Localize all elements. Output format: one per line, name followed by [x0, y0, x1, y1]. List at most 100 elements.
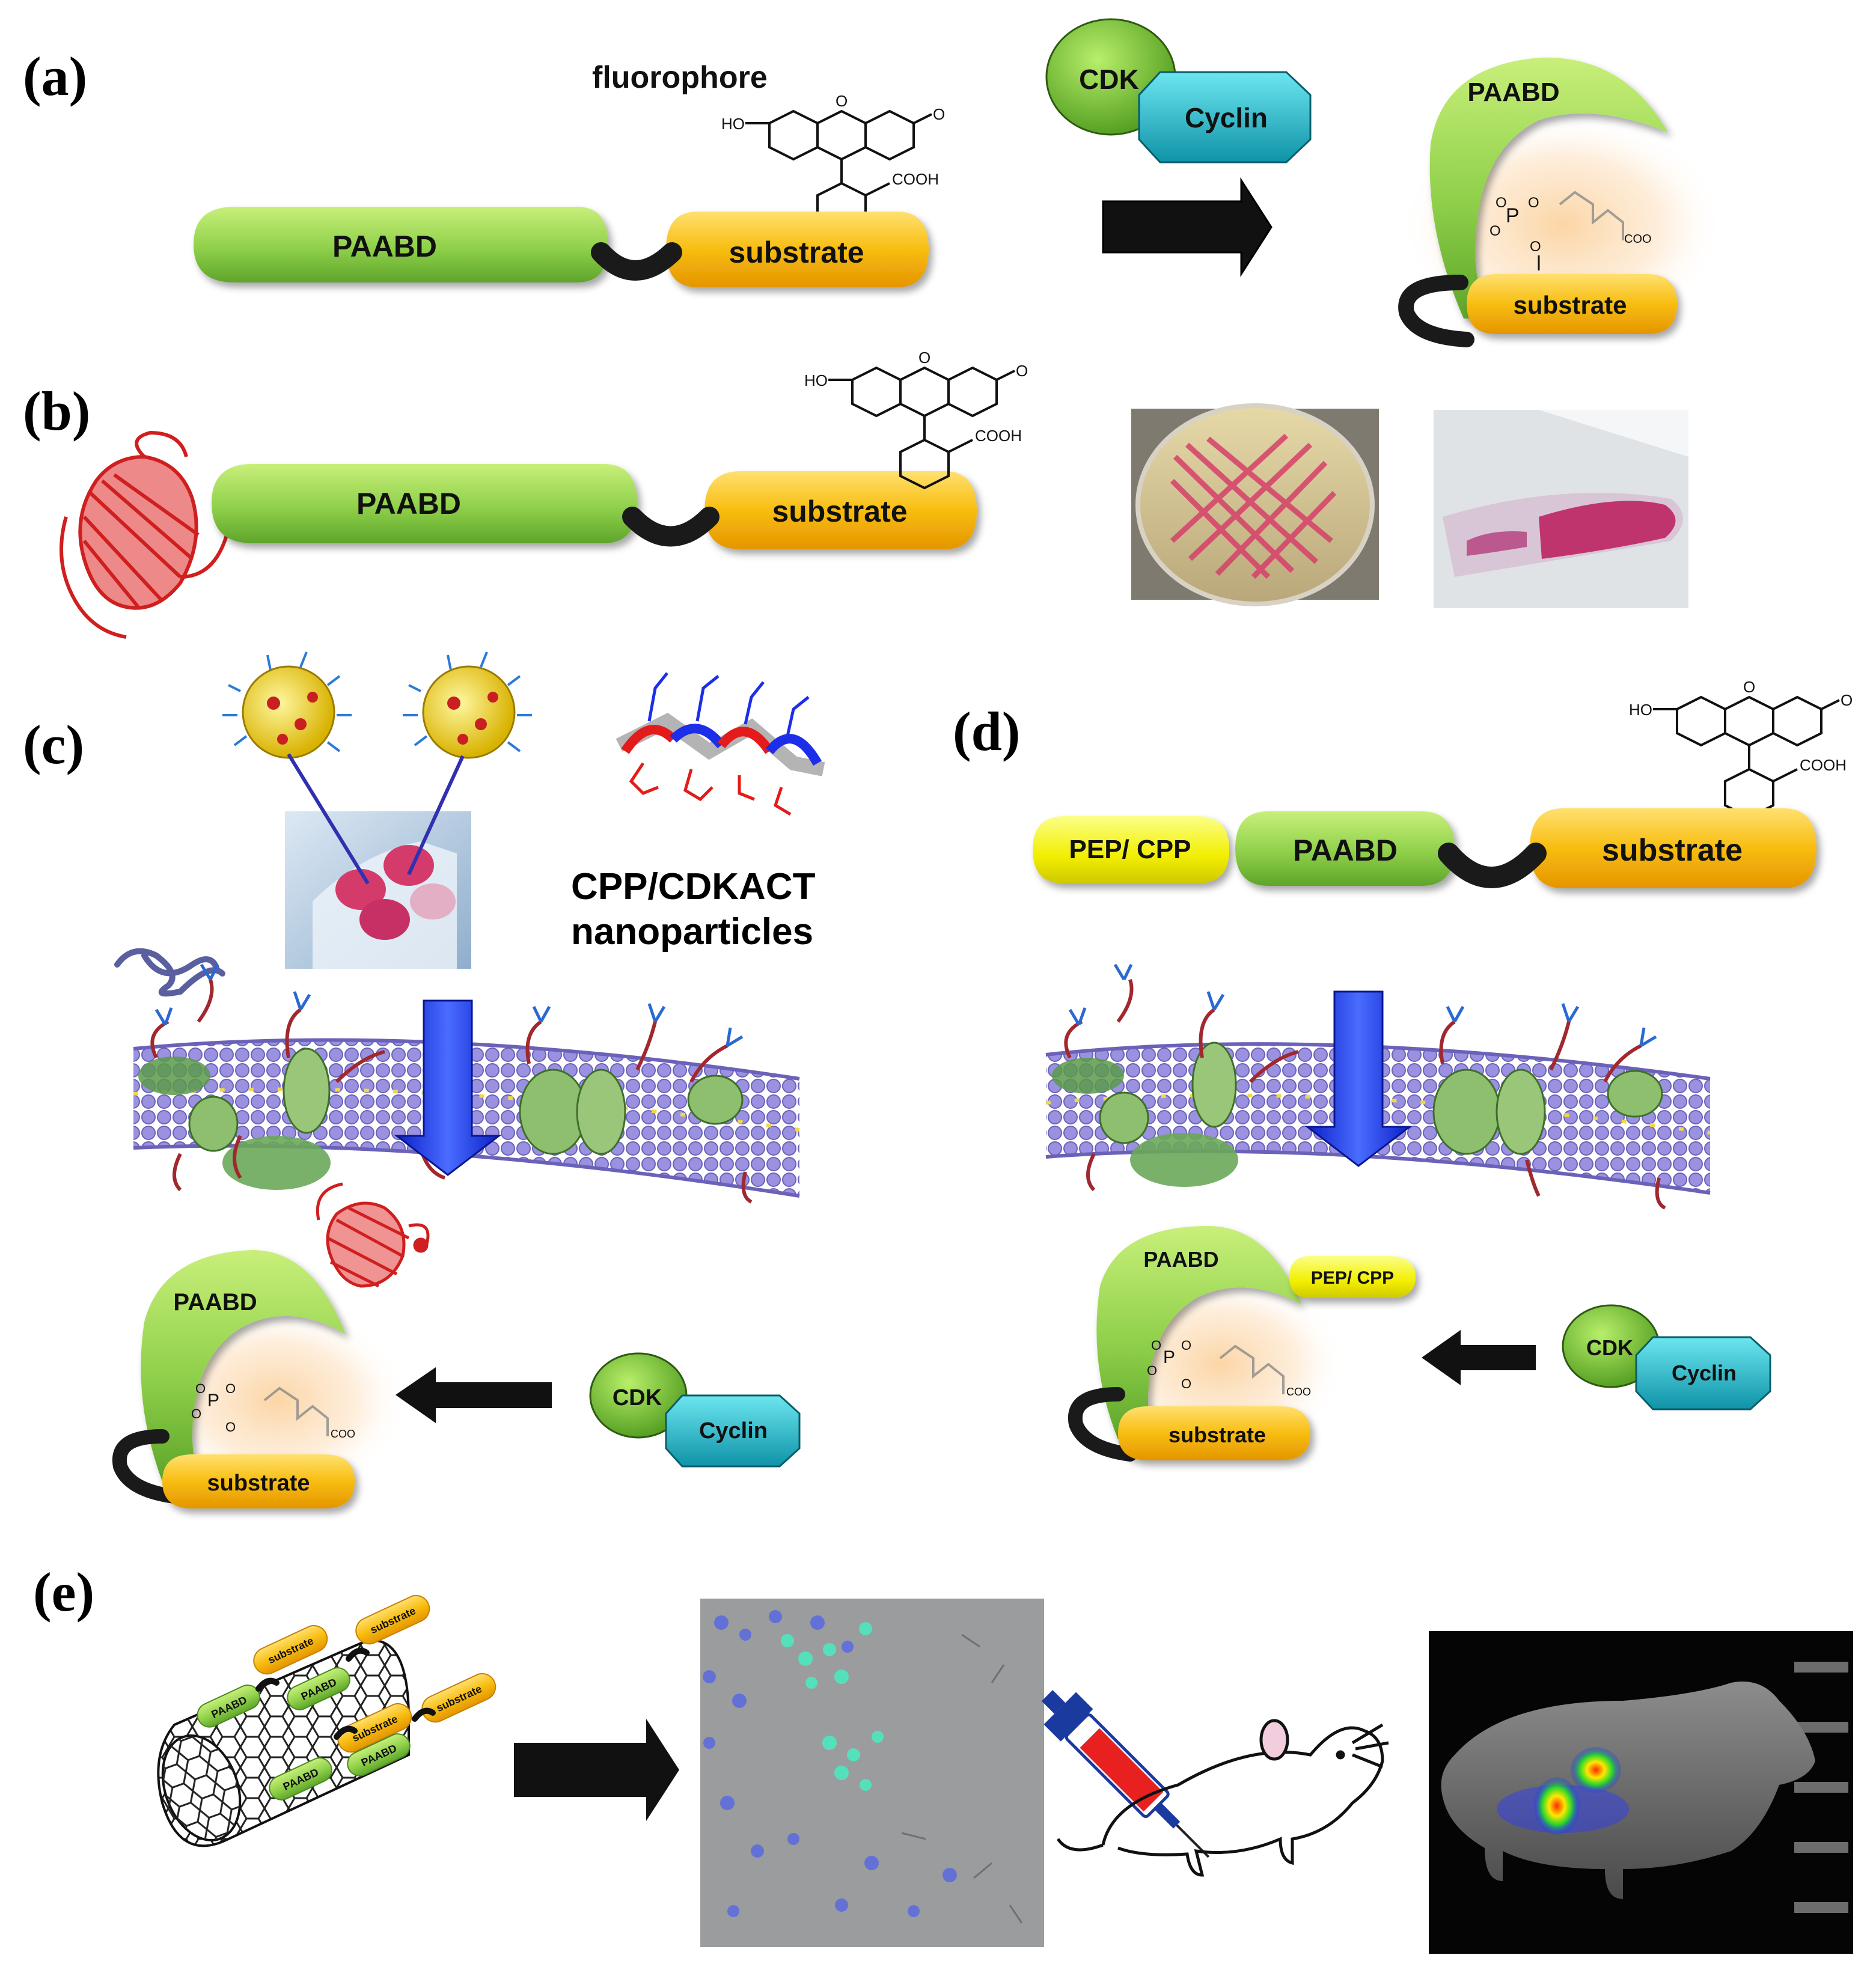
panel-e: (e) PAABD substrate PAABD substrate — [33, 1561, 1853, 1954]
panel-b: (b) PAABD substrate — [23, 349, 1688, 639]
svg-text:O: O — [225, 1381, 236, 1396]
svg-text:O: O — [191, 1406, 201, 1421]
in-vivo-imaging — [1429, 1631, 1853, 1954]
cdk-label: CDK — [613, 1385, 662, 1410]
svg-text:O: O — [1181, 1376, 1191, 1391]
svg-text:O: O — [933, 105, 945, 123]
reaction-arrow — [1102, 177, 1273, 278]
paabd-label: PAABD — [332, 230, 437, 263]
svg-text:COOH: COOH — [892, 170, 939, 188]
folded-biosensor: PAABD substrate P O O O O COO — [112, 1250, 409, 1508]
svg-text:HO: HO — [804, 371, 828, 389]
cyclin-label: Cyclin — [1672, 1361, 1737, 1385]
activation-arrow — [1422, 1330, 1536, 1385]
svg-text:O: O — [1147, 1363, 1157, 1378]
pep-cpp-label: PEP/ CPP — [1069, 835, 1191, 864]
svg-text:P: P — [1163, 1347, 1175, 1367]
svg-text:HO: HO — [1629, 701, 1652, 719]
panel-d-label: (d) — [953, 701, 1020, 762]
delivery-arrow — [287, 753, 370, 885]
svg-text:O: O — [1016, 362, 1028, 380]
cpp-caption-line1: CPP/CDKACT — [571, 866, 816, 907]
entry-arrow — [394, 999, 502, 1176]
cell-microscopy-image — [700, 1599, 1044, 1947]
svg-text:O: O — [1530, 239, 1541, 255]
oligo-icon — [114, 948, 225, 997]
phosphate-group-icon: P O O O O — [1489, 195, 1541, 270]
cdk-cyclin-complex: CDK Cyclin — [1562, 1304, 1771, 1410]
linker — [1438, 843, 1547, 888]
svg-text:COO: COO — [1624, 233, 1652, 246]
svg-text:O: O — [1841, 691, 1853, 709]
svg-text:COOH: COOH — [975, 427, 1022, 445]
fluorescein-structure-icon: HO O O COOH — [1629, 678, 1853, 819]
cpp-caption-line2: nanoparticles — [571, 911, 813, 953]
phosphate-group-icon: P O O O O — [1147, 1338, 1191, 1391]
paabd-label: PAABD — [1293, 834, 1398, 867]
petri-dish-photo — [1131, 403, 1379, 606]
svg-text:P: P — [207, 1391, 219, 1410]
well-plate-photo — [285, 811, 471, 969]
folded-substrate-label: substrate — [1169, 1423, 1266, 1447]
svg-text:O: O — [1528, 195, 1539, 211]
cpp-helix-icon — [616, 672, 825, 816]
entry-arrow — [1304, 990, 1413, 1167]
folded-paabd-label: PAABD — [1143, 1247, 1218, 1272]
panel-d: (d) HO O O COOH PEP/ CPP PAABD — [953, 678, 1853, 1462]
svg-text:O: O — [195, 1381, 206, 1396]
panel-c-label: (c) — [23, 714, 84, 775]
folded-paabd-label: PAABD — [1467, 78, 1559, 107]
paabd-domain — [212, 464, 637, 543]
svg-text:P: P — [1506, 204, 1520, 227]
svg-text:O: O — [1181, 1338, 1191, 1353]
svg-text:O: O — [918, 349, 930, 367]
svg-text:O: O — [1496, 195, 1507, 211]
panel-b-label: (b) — [23, 380, 90, 442]
delivery-arrow — [514, 1719, 679, 1821]
culture-tube-photo — [1434, 410, 1688, 608]
panel-e-label: (e) — [33, 1561, 94, 1623]
substrate-domain — [666, 212, 929, 287]
substrate-domain — [1530, 808, 1816, 888]
phosphate-group-icon: P O O O O — [191, 1381, 236, 1435]
nanoparticle-icon — [222, 651, 352, 759]
folded-biosensor: PAABD substrate P O O O O COO — [1398, 57, 1725, 347]
nanoparticle-icon — [403, 651, 532, 759]
cyclin-label: Cyclin — [699, 1418, 768, 1444]
folded-pep-cpp-label: PEP/ CPP — [1311, 1268, 1394, 1288]
svg-text:O: O — [1151, 1338, 1161, 1353]
fluorescent-protein-icon — [60, 430, 236, 639]
cdk-cyclin-complex: CDK Cyclin — [589, 1352, 801, 1468]
mouse-sketch-icon — [1056, 1719, 1389, 1877]
svg-text:O: O — [1743, 678, 1755, 696]
cdk-label: CDK — [1079, 64, 1139, 95]
panel-c: (c) — [23, 651, 825, 1508]
svg-text:HO: HO — [721, 115, 745, 133]
cdk-label: CDK — [1586, 1335, 1633, 1360]
linker — [591, 242, 682, 281]
carbon-nanotube-icon — [157, 1639, 410, 1847]
substrate-label: substrate — [1602, 833, 1743, 868]
svg-text:O: O — [836, 92, 848, 110]
tube-biosensor-group: PAABD substrate PAABD substrate substrat… — [197, 1594, 496, 1801]
svg-text:O: O — [225, 1420, 236, 1435]
folded-biosensor: PAABD PEP/ CPP substrate P O O O O COO — [1068, 1226, 1416, 1462]
folded-paabd-label: PAABD — [173, 1289, 257, 1316]
paabd-domain — [1235, 811, 1455, 886]
substrate-label: substrate — [772, 495, 907, 528]
substrate-label: substrate — [729, 236, 864, 269]
folded-substrate-label: substrate — [207, 1471, 310, 1496]
paabd-label: PAABD — [356, 487, 461, 520]
svg-text:COOH: COOH — [1800, 756, 1847, 774]
cyclin-label: Cyclin — [1185, 102, 1268, 133]
activation-arrow — [396, 1367, 552, 1423]
substrate-domain — [704, 471, 977, 549]
paabd-domain — [194, 207, 608, 282]
fluorescein-structure-icon: HO O O COOH — [721, 92, 945, 233]
panel-a-label: (a) — [23, 46, 87, 107]
fluorophore-label: fluorophore — [592, 60, 768, 95]
fluorescent-protein-icon — [316, 1182, 430, 1288]
svg-text:COO: COO — [1286, 1386, 1311, 1398]
svg-text:O: O — [1489, 223, 1501, 239]
